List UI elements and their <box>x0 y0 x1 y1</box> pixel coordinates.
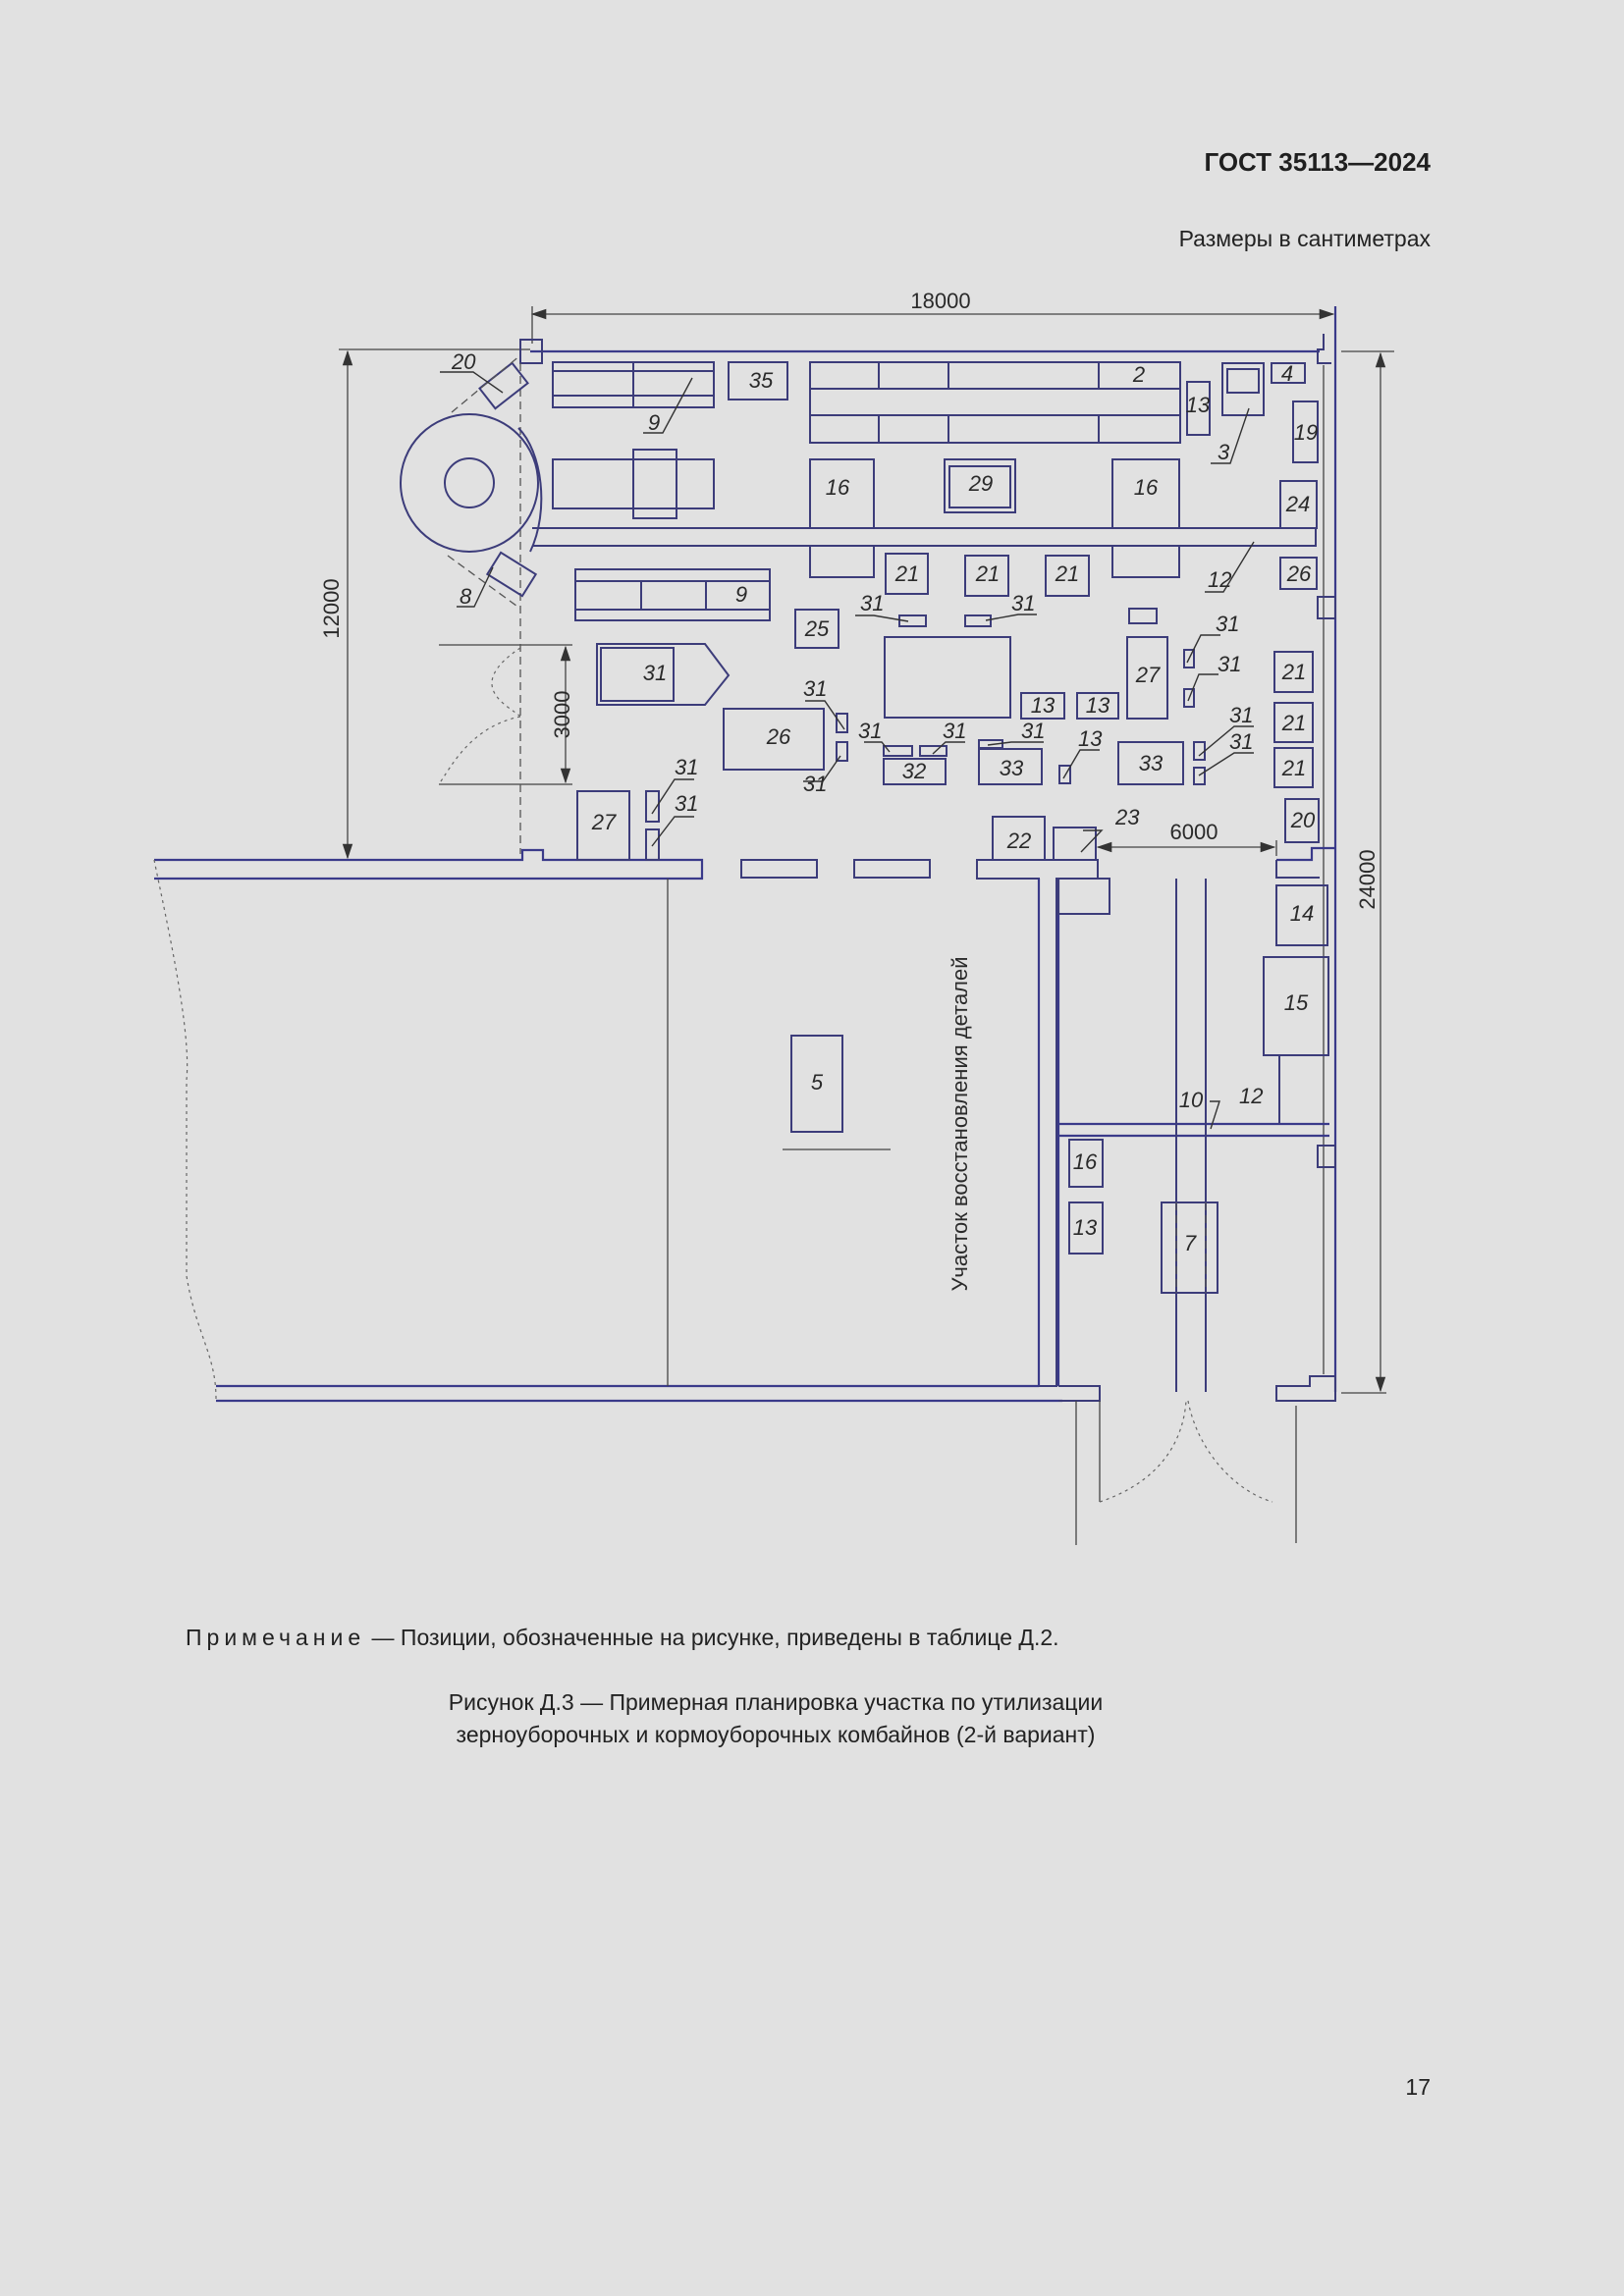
building-walls <box>153 306 1337 1545</box>
dim-gate-width: 3000 <box>550 691 574 739</box>
pos-31-13: 31 <box>675 791 698 816</box>
note: Примечание — Позиции, обозначенные на ри… <box>186 1625 1059 1651</box>
pos-2: 2 <box>1132 362 1145 387</box>
dim-height-right: 24000 <box>1355 849 1380 909</box>
pos-10: 10 <box>1179 1088 1204 1112</box>
pos-21-e: 21 <box>1281 711 1306 735</box>
caption-line-2: зерноуборочных и кормоуборочных комбайно… <box>456 1722 1096 1747</box>
pos-35: 35 <box>749 368 774 393</box>
pos-26-left: 26 <box>766 724 791 749</box>
drum-unit <box>400 354 543 610</box>
zone-label: Участок восстановления деталей <box>947 956 972 1291</box>
pos-15: 15 <box>1284 990 1309 1015</box>
pos-32: 32 <box>902 759 926 783</box>
pos-31-11: 31 <box>803 772 827 796</box>
dimension-12000: 12000 <box>319 348 530 860</box>
pos-31-6: 31 <box>858 719 882 743</box>
dimension-24000: 24000 <box>1341 350 1394 1394</box>
pos-13-b: 13 <box>1086 693 1110 718</box>
pos-31-8: 31 <box>1021 719 1045 743</box>
pos-21-f: 21 <box>1281 756 1306 780</box>
pos-21-d: 21 <box>1281 660 1306 684</box>
pos-33-right: 33 <box>1139 751 1164 775</box>
caption-line-1: Рисунок Д.3 — Примерная планировка участ… <box>448 1689 1104 1715</box>
figure-caption: Рисунок Д.3 — Примерная планировка участ… <box>0 1686 1551 1751</box>
pos-31-4: 31 <box>1218 652 1241 676</box>
pos-20-right: 20 <box>1290 808 1316 832</box>
pos-31-3: 31 <box>1216 612 1239 636</box>
pos-31-wash: 31 <box>643 661 667 685</box>
pos-12-top: 12 <box>1208 567 1231 592</box>
dim-height-left: 12000 <box>319 578 344 638</box>
pos-31-10: 31 <box>1229 729 1253 754</box>
note-label: Примечание <box>186 1625 366 1650</box>
pos-20-top: 20 <box>451 349 476 374</box>
pos-19: 19 <box>1294 420 1318 445</box>
pos-21-c: 21 <box>1055 561 1079 586</box>
leader-lines <box>440 371 1255 1130</box>
pos-27-left: 27 <box>591 810 617 834</box>
note-text: — Позиции, обозначенные на рисунке, прив… <box>365 1625 1059 1650</box>
pos-27-right: 27 <box>1135 663 1161 687</box>
pos-31-1: 31 <box>860 591 884 615</box>
pos-7: 7 <box>1184 1231 1197 1255</box>
pos-14: 14 <box>1290 901 1314 926</box>
dim-width-top: 18000 <box>910 289 970 313</box>
dimension-6000: 6000 <box>1096 820 1277 856</box>
pos-12-lower: 12 <box>1239 1084 1263 1108</box>
page-number: 17 <box>1405 2074 1431 2100</box>
pos-31-9: 31 <box>1229 703 1253 727</box>
pos-23: 23 <box>1114 805 1140 829</box>
dimension-3000: 3000 <box>439 644 574 785</box>
pos-16-lower: 16 <box>1073 1149 1098 1174</box>
pos-31-7: 31 <box>943 719 966 743</box>
pos-21-a: 21 <box>894 561 919 586</box>
pos-9-top: 9 <box>648 410 660 435</box>
pos-21-b: 21 <box>975 561 1000 586</box>
pos-16-left: 16 <box>826 475 850 500</box>
pos-13-top: 13 <box>1186 393 1211 417</box>
pos-26-right: 26 <box>1286 561 1312 586</box>
pos-33-left: 33 <box>1000 756 1024 780</box>
standard-code: ГОСТ 35113—2024 <box>1204 147 1431 177</box>
pos-16-right: 16 <box>1134 475 1159 500</box>
pos-22: 22 <box>1006 828 1031 853</box>
dim-passage: 6000 <box>1170 820 1218 844</box>
pos-13-lower: 13 <box>1073 1215 1098 1240</box>
pos-24: 24 <box>1285 492 1310 516</box>
pos-31-5: 31 <box>803 676 827 701</box>
pos-29: 29 <box>968 471 993 496</box>
position-labels: 20 9 35 2 13 3 4 19 16 29 16 24 12 26 21… <box>451 349 1318 1292</box>
pos-31-12: 31 <box>675 755 698 779</box>
units-note: Размеры в сантиметрах <box>1178 226 1431 251</box>
pos-13-c: 13 <box>1078 726 1103 751</box>
pos-8: 8 <box>460 584 472 609</box>
pos-25: 25 <box>804 616 830 641</box>
pos-13-a: 13 <box>1031 693 1056 718</box>
pos-5: 5 <box>811 1070 824 1095</box>
pos-4: 4 <box>1281 361 1293 386</box>
pos-3: 3 <box>1218 440 1230 464</box>
equipment-blocks <box>552 361 1329 1294</box>
dimension-18000: 18000 <box>530 289 1336 344</box>
pos-31-2: 31 <box>1011 591 1035 615</box>
pos-9-lower: 9 <box>735 582 747 607</box>
